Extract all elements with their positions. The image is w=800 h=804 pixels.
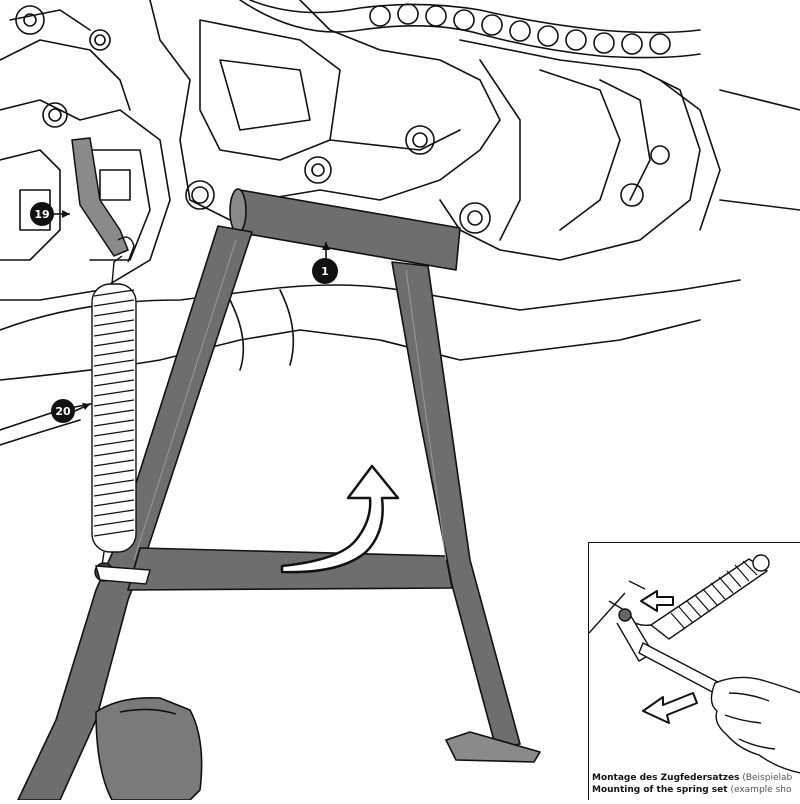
caption-de-title: Montage des Zugfedersatzes <box>592 773 740 783</box>
callout-part-19: 19 <box>30 202 54 226</box>
inset-illustration <box>589 554 800 774</box>
inset-caption-german: Montage des Zugfedersatzes (Beispielab <box>592 772 800 784</box>
caption-en-note: (example sho <box>730 785 792 795</box>
rotation-arrow-icon <box>280 464 400 574</box>
callout-part-1: 1 <box>312 258 338 284</box>
drive-chain <box>239 0 701 59</box>
callout-part-20-label: 20 <box>55 404 71 418</box>
callout-part-20: 20 <box>51 399 75 423</box>
spring-coils <box>93 289 135 537</box>
callout-part-19-label: 19 <box>34 207 50 221</box>
inset-arrow-down-icon <box>642 692 698 724</box>
spring-bracket <box>71 137 129 257</box>
inset-caption: Montage des Zugfedersatzes (Beispielab M… <box>592 772 800 796</box>
caption-en-title: Mounting of the spring set <box>592 785 728 795</box>
bolt-heads <box>15 5 670 234</box>
inset-arrow-up-icon <box>640 590 674 612</box>
tension-spring <box>91 236 151 585</box>
inset-caption-english: Mounting of the spring set (example sho <box>592 784 800 796</box>
caption-de-note: (Beispielab <box>742 773 793 783</box>
callout-part-1-label: 1 <box>321 264 329 278</box>
inset-spring-mounting <box>588 542 800 800</box>
